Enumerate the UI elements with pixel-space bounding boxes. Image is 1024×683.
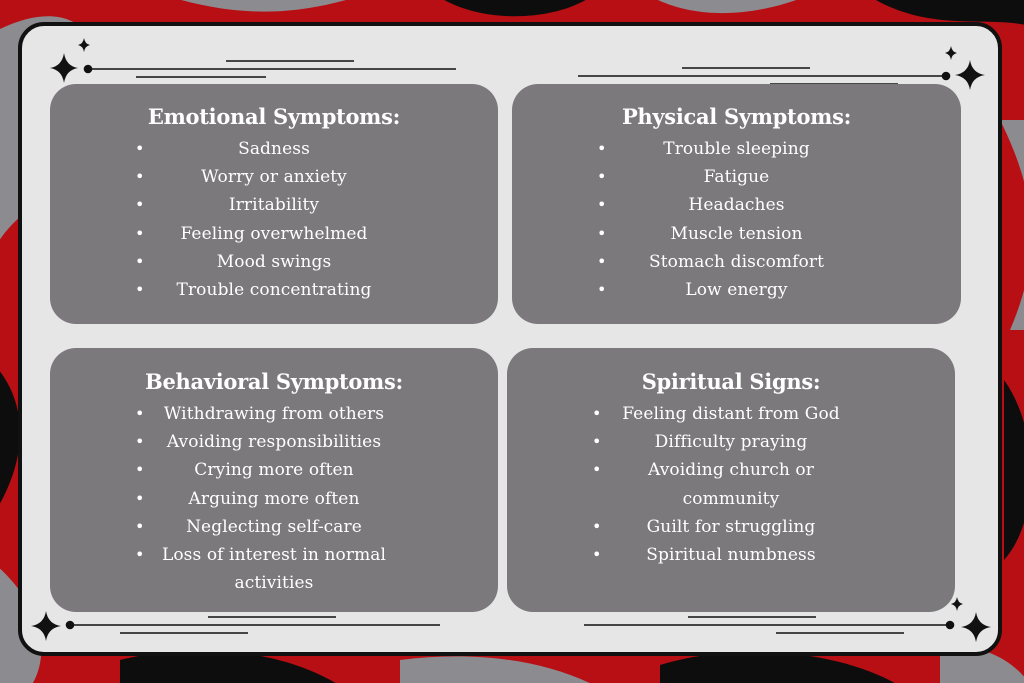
card-title: Emotional Symptoms: (147, 104, 401, 129)
list-item: •Difficulty praying (592, 432, 808, 453)
list-item: •Loss of interest in normal (135, 545, 387, 566)
list-item: •Arguing more often (135, 488, 360, 509)
card-title: Behavioral Symptoms: (145, 369, 403, 394)
list-item-continuation: community (682, 488, 780, 509)
list-item: •Withdrawing from others (135, 404, 385, 424)
spiritual-signs-card: Spiritual Signs: •Feeling distant from G… (507, 348, 955, 612)
list-item: •Fatigue (597, 167, 770, 188)
list-item: •Worry or anxiety (135, 167, 347, 188)
list-item: •Feeling distant from God (592, 404, 840, 424)
symptom-list: •Feeling distant from God •Difficulty pr… (507, 400, 955, 569)
emotional-symptoms-card: Emotional Symptoms: •Sadness •Worry or a… (50, 84, 498, 324)
list-item: •Muscle tension (597, 223, 803, 244)
symptom-list: •Sadness •Worry or anxiety •Irritability… (50, 135, 498, 304)
list-item: •Trouble sleeping (597, 139, 810, 159)
physical-symptoms-card: Physical Symptoms: •Trouble sleeping •Fa… (512, 84, 961, 324)
list-item: •Mood swings (135, 251, 332, 272)
list-item: •Trouble concentrating (135, 280, 372, 301)
list-item: •Guilt for struggling (592, 516, 816, 537)
behavioral-symptoms-card: Behavioral Symptoms: •Withdrawing from o… (50, 348, 498, 612)
symptom-list: •Trouble sleeping •Fatigue •Headaches •M… (512, 135, 961, 304)
list-item: •Headaches (597, 195, 785, 216)
card-title: Spiritual Signs: (641, 369, 821, 394)
list-item: •Crying more often (135, 460, 354, 481)
list-item: •Avoiding responsibilities (135, 432, 382, 453)
symptom-list: •Withdrawing from others •Avoiding respo… (50, 400, 498, 597)
list-item: •Feeling overwhelmed (135, 223, 368, 244)
list-item-continuation: activities (234, 573, 314, 594)
list-item: •Irritability (135, 195, 320, 216)
list-item: •Avoiding church or (592, 460, 814, 481)
list-item: •Low energy (597, 280, 788, 301)
list-item: •Sadness (135, 139, 310, 159)
list-item: •Spiritual numbness (592, 545, 816, 566)
list-item: •Stomach discomfort (597, 251, 825, 272)
card-title: Physical Symptoms: (621, 104, 852, 129)
list-item: •Neglecting self-care (135, 516, 362, 537)
